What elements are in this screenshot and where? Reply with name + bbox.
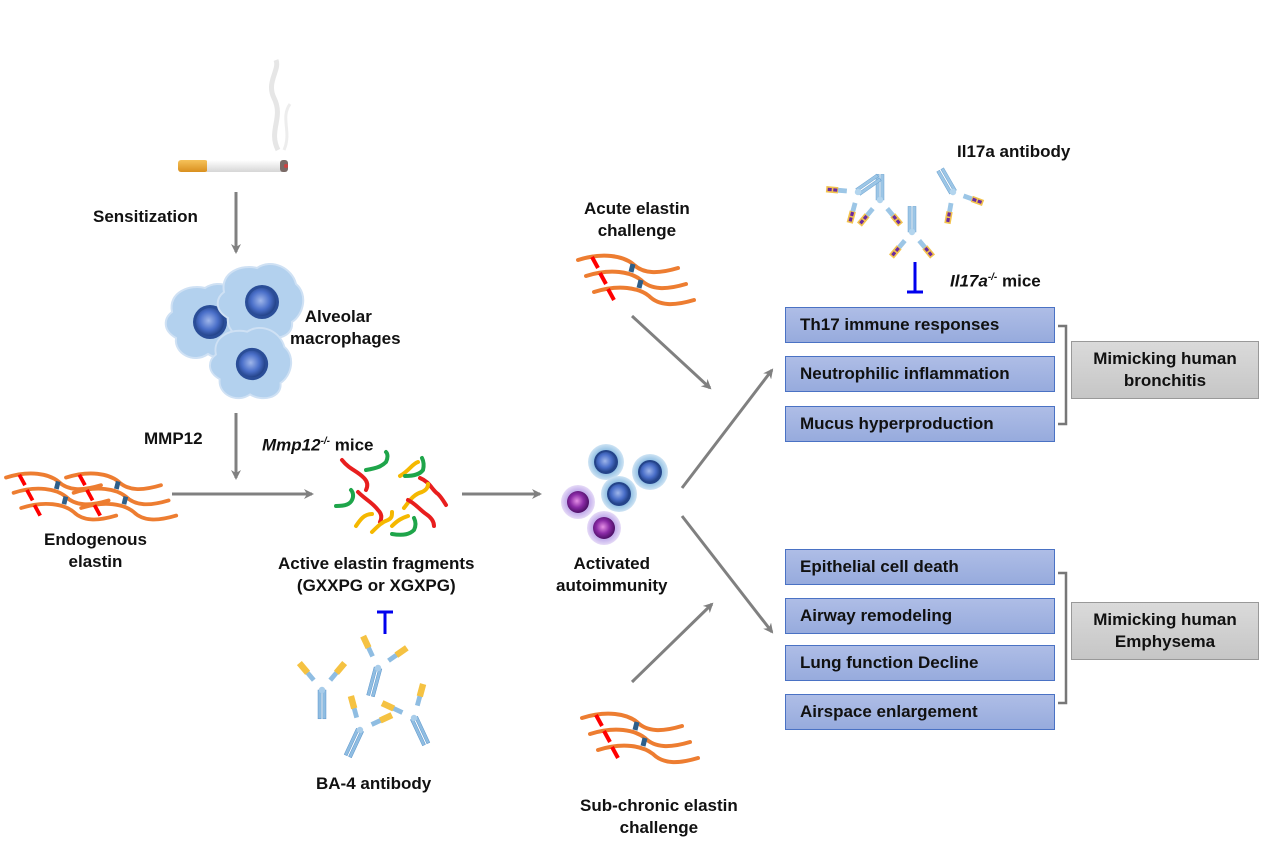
cigarette-icon: [178, 59, 292, 172]
summary-emphysema: Mimicking human Emphysema: [1071, 602, 1259, 660]
outcome-lung-function-decline: Lung function Decline: [785, 645, 1055, 681]
mmp12-label: MMP12: [144, 429, 203, 448]
elastin-fragments-icon: [334, 450, 448, 537]
alveolar-macrophages-icon: [164, 262, 305, 400]
il17a-antibody-label: Il17a antibody: [957, 142, 1071, 161]
bracket-bronchitis: [1058, 324, 1068, 426]
inhibition-il17a-icon: [907, 262, 923, 294]
sensitization-label: Sensitization: [93, 207, 198, 226]
arrow-to-bronchitis: [680, 368, 774, 489]
outcome-epithelial-cell-death: Epithelial cell death: [785, 549, 1055, 585]
outcome-airspace-enlargement: Airspace enlargement: [785, 694, 1055, 730]
subchronic-elastin-label: Sub-chronic elastin challenge: [580, 796, 738, 837]
il17a-knockout-label: Il17a-/- mice: [950, 271, 1041, 291]
arrow-to-emphysema: [680, 515, 774, 634]
il17a-antibody-icon: [822, 157, 987, 259]
summary-bronchitis: Mimicking human bronchitis: [1071, 341, 1259, 399]
bracket-emphysema: [1058, 571, 1068, 705]
ba4-antibody-icon: [296, 633, 450, 768]
outcome-airway-remodeling: Airway remodeling: [785, 598, 1055, 634]
endogenous-elastin-icon: [6, 473, 176, 519]
acute-elastin-label: Acute elastin challenge: [584, 199, 690, 240]
inhibition-ba4-icon: [377, 610, 393, 634]
arrow-acute-challenge: [630, 314, 712, 390]
acute-elastin-icon: [578, 256, 694, 304]
arrow-subchronic-challenge: [630, 602, 714, 684]
outcome-th17-responses: Th17 immune responses: [785, 307, 1055, 343]
subchronic-elastin-icon: [582, 714, 698, 762]
alveolar-macrophages-label: Alveolar macrophages: [290, 307, 401, 348]
ba4-antibody-label: BA-4 antibody: [316, 774, 432, 793]
activated-autoimmunity-label: Activated autoimmunity: [556, 554, 668, 595]
immune-cells-icon: [561, 444, 668, 545]
outcome-mucus-hyperproduction: Mucus hyperproduction: [785, 406, 1055, 442]
outcome-neutrophilic-inflammation: Neutrophilic inflammation: [785, 356, 1055, 392]
elastin-fragments-label: Active elastin fragments (GXXPG or XGXPG…: [278, 554, 475, 595]
endogenous-elastin-label: Endogenous elastin: [44, 530, 147, 571]
mmp12-knockout-label: Mmp12-/- mice: [262, 435, 374, 455]
